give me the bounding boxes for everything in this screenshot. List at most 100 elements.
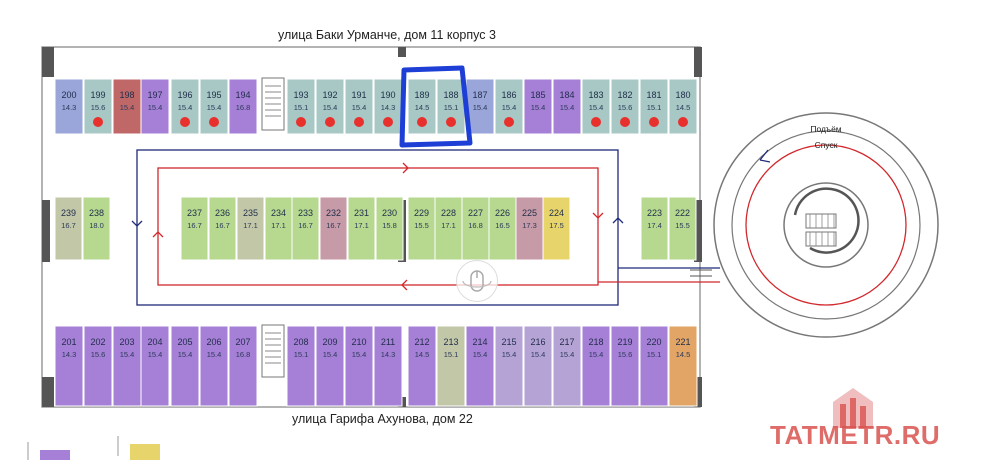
column-5 [694, 47, 702, 77]
space-area: 15.1 [444, 350, 459, 359]
space-area: 15.4 [589, 350, 604, 359]
space-220[interactable]: 220 15.1 [639, 325, 669, 407]
space-area: 15.6 [91, 103, 106, 112]
space-cell [515, 196, 544, 261]
view-360-button[interactable] [456, 260, 498, 302]
space-number: 203 [119, 337, 134, 347]
space-cell [461, 196, 490, 261]
space-cell [228, 325, 258, 407]
space-number: 220 [646, 337, 661, 347]
legend [27, 436, 160, 460]
route-arrow [612, 217, 624, 224]
space-number: 182 [617, 90, 632, 100]
space-cell [236, 196, 265, 261]
space-area: 15.4 [531, 103, 546, 112]
space-cell [373, 325, 403, 407]
space-area: 15.1 [647, 103, 662, 112]
space-cell [465, 325, 495, 407]
space-area: 18.0 [89, 221, 104, 230]
space-cell [319, 196, 348, 261]
watermark-text: TATMETR.RU [770, 420, 941, 450]
route-arrow [152, 231, 164, 238]
space-number: 225 [522, 208, 537, 218]
space-area: 16.7 [187, 221, 202, 230]
space-number: 219 [617, 337, 632, 347]
space-area: 15.4 [352, 103, 367, 112]
space-number: 236 [215, 208, 230, 218]
space-area: 15.4 [531, 350, 546, 359]
space-area: 15.4 [473, 350, 488, 359]
space-cell [523, 78, 553, 135]
space-area: 14.5 [676, 103, 691, 112]
space-number: 233 [298, 208, 313, 218]
space-area: 15.4 [323, 103, 338, 112]
space-number: 196 [177, 90, 192, 100]
space-area: 15.4 [148, 103, 163, 112]
space-cell [291, 196, 320, 261]
ramp-arrow-blue [759, 149, 771, 163]
space-area: 15.1 [647, 350, 662, 359]
space-number: 204 [147, 337, 162, 347]
space-cell [407, 325, 437, 407]
